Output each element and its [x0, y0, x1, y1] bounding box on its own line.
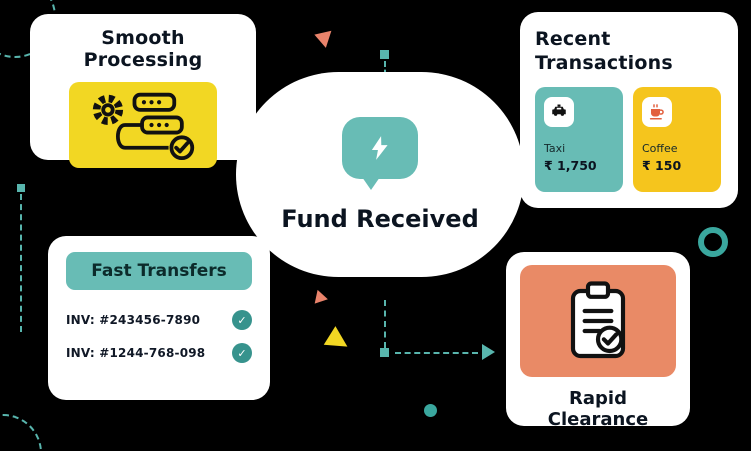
- gear-flow-icon: [69, 82, 217, 168]
- yellow-triangle-icon: [323, 326, 354, 356]
- recent-transactions-card: Recent Transactions Taxi ₹ 1,750: [520, 12, 738, 208]
- orange-triangle-icon: [314, 289, 330, 307]
- lightning-bolt-icon: [342, 116, 418, 190]
- check-icon: ✓: [232, 310, 252, 330]
- smooth-processing-card: Smooth Processing: [30, 14, 256, 168]
- transaction-label: Coffee: [642, 141, 678, 155]
- fast-transfers-card: Fast Transfers INV: #243456-7890 ✓ INV: …: [48, 236, 270, 400]
- rapid-clearance-card: Rapid Clearance: [506, 252, 690, 430]
- recent-transactions-title: Recent Transactions: [535, 28, 673, 75]
- rapid-clearance-title: Rapid Clearance: [547, 388, 649, 430]
- teal-donut-icon: [698, 227, 728, 257]
- transaction-label: Taxi: [544, 141, 566, 155]
- dashed-connector-left: [20, 194, 22, 332]
- dashed-connector-bottom-vertical: [384, 300, 386, 348]
- transaction-tile-taxi: Taxi ₹ 1,750: [535, 86, 623, 192]
- fast-transfers-title: Fast Transfers: [66, 252, 252, 290]
- invoice-id: INV: #1244-768-098: [66, 346, 206, 360]
- transaction-amount: ₹ 1,750: [544, 157, 597, 173]
- dashed-connector-bottom-horizontal: [395, 352, 478, 354]
- invoice-row: INV: #243456-7890 ✓: [66, 310, 252, 330]
- orange-triangle-icon: [311, 26, 332, 48]
- smooth-processing-title: Smooth Processing: [83, 27, 203, 71]
- teal-arrow-icon: [482, 344, 495, 360]
- fund-received-bubble: Fund Received: [236, 72, 524, 277]
- teal-dot-icon: [424, 404, 437, 417]
- dashed-circle-bottom-left: [0, 414, 42, 451]
- connector-node-square: [380, 50, 389, 59]
- coffee-icon: [642, 96, 672, 127]
- check-icon: ✓: [232, 343, 252, 363]
- connector-node-square: [17, 184, 25, 192]
- connector-node-square: [380, 348, 389, 357]
- transaction-tile-coffee: Coffee ₹ 150: [633, 86, 721, 192]
- taxi-icon: [544, 96, 574, 127]
- clipboard-check-icon: [520, 265, 676, 377]
- transaction-tiles: Taxi ₹ 1,750 Coffee ₹ 150: [535, 86, 723, 192]
- fund-received-title: Fund Received: [281, 204, 479, 233]
- transaction-amount: ₹ 150: [642, 157, 682, 173]
- invoice-row: INV: #1244-768-098 ✓: [66, 343, 252, 363]
- invoice-id: INV: #243456-7890: [66, 313, 201, 327]
